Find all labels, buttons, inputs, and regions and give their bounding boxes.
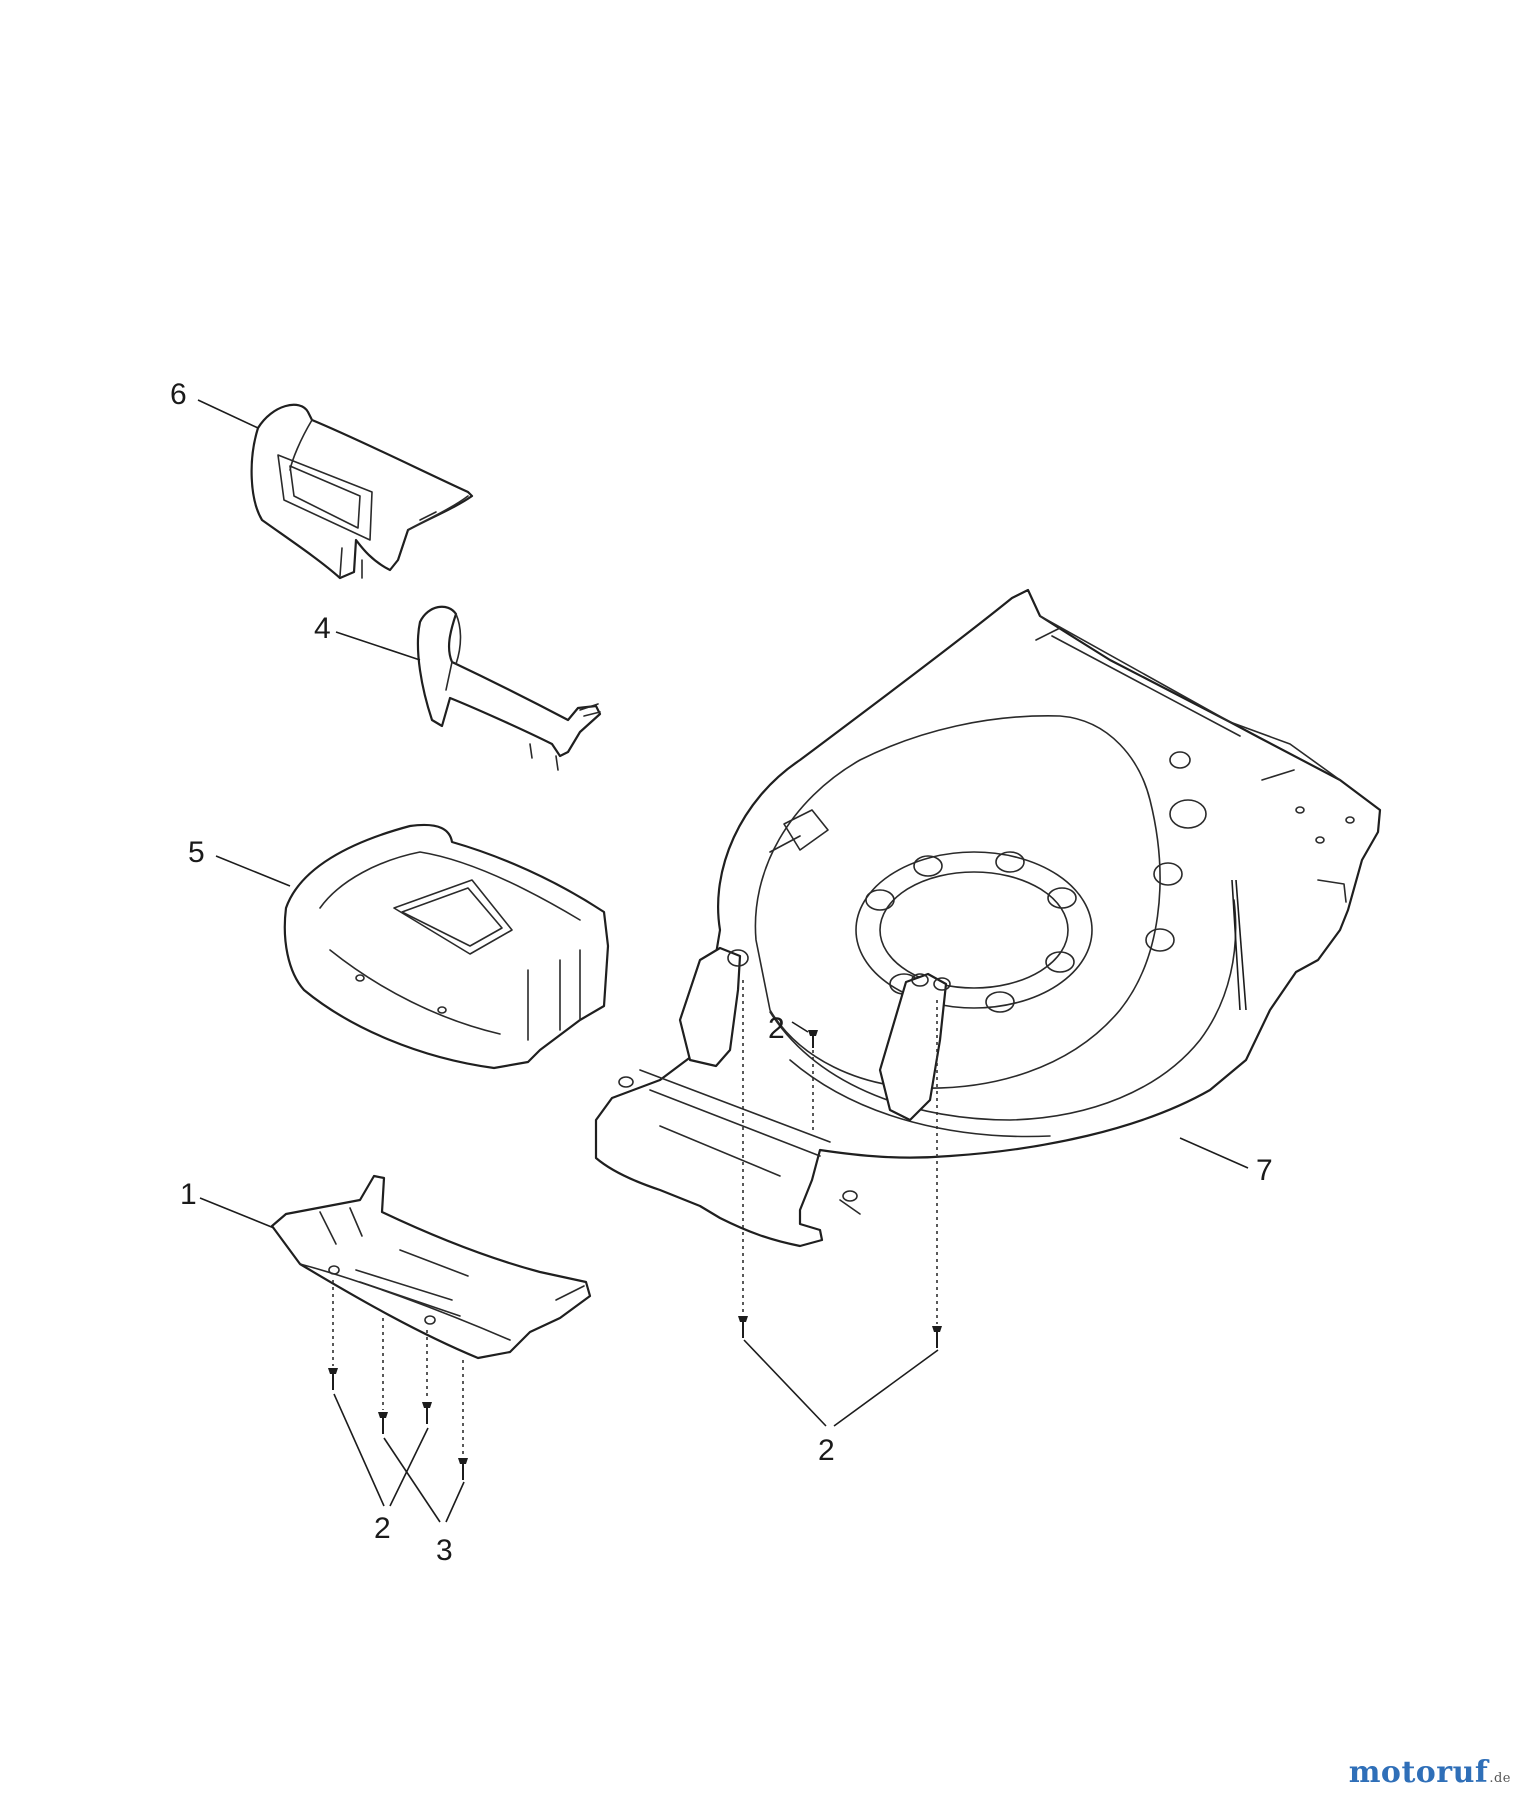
screw-icon <box>422 1402 432 1424</box>
screw-icon <box>738 1316 748 1338</box>
part-7-mower-deck <box>594 588 1382 1248</box>
screw-icon <box>378 1412 388 1434</box>
screw-icon <box>932 1326 942 1348</box>
screws <box>328 1030 942 1480</box>
leader-lines <box>197 399 1249 1523</box>
watermark-brand: motoruf <box>1348 1755 1489 1790</box>
part-6-handle-cover <box>250 403 474 580</box>
callout-labels: 6 4 5 1 7 2 2 2 3 <box>170 378 1273 1567</box>
screw-icon <box>328 1368 338 1390</box>
screw-icon <box>458 1458 468 1480</box>
assembly-lines <box>332 980 938 1456</box>
callout-6: 6 <box>170 378 187 411</box>
callout-3: 3 <box>436 1534 453 1567</box>
watermark-logo: motoruf.de <box>1349 1755 1511 1790</box>
watermark-tld: .de <box>1489 1771 1511 1786</box>
callout-2-center: 2 <box>768 1012 785 1045</box>
callout-7: 7 <box>1256 1154 1273 1187</box>
screw-icon <box>808 1030 818 1048</box>
part-1-skid-plate <box>270 1174 592 1360</box>
part-4-handle-insert <box>416 605 602 771</box>
callout-2-lower-left: 2 <box>374 1512 391 1545</box>
callout-1: 1 <box>180 1178 197 1211</box>
callout-4: 4 <box>314 612 331 645</box>
part-5-rear-cover <box>283 823 610 1070</box>
callout-5: 5 <box>188 836 205 869</box>
callout-2-lower-right: 2 <box>818 1434 835 1467</box>
